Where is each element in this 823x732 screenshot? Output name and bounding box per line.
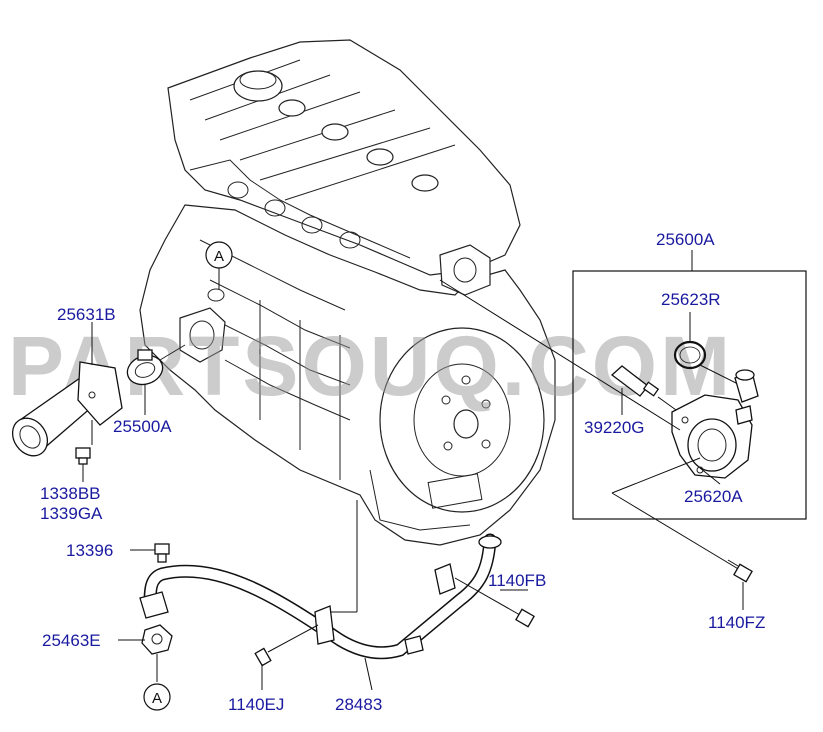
part-label-1140ej[interactable]: 1140EJ [228, 695, 284, 714]
bolt-1140ej [254, 624, 319, 667]
thermostat-25500a [126, 344, 186, 386]
spark-plug-hole [321, 123, 349, 141]
spark-plug-hole [366, 148, 394, 166]
engine-assembly [139, 39, 556, 546]
water-pipe-28483 [139, 533, 502, 660]
water-outlet-mount [439, 244, 491, 296]
gasket-25463e [141, 624, 173, 655]
watermark: PARTSOUQ.COM [8, 319, 733, 413]
crankshaft-hub [453, 409, 479, 439]
part-label-28483[interactable]: 28483 [335, 695, 382, 714]
part-label-39220g[interactable]: 39220G [584, 418, 645, 437]
water-inlet-fitting-25631b [11, 361, 123, 457]
part-label-25600a[interactable]: 25600A [656, 230, 715, 249]
spark-plug-hole [278, 99, 306, 117]
oil-filler-cap [233, 70, 283, 102]
part-label-25620a[interactable]: 25620A [684, 487, 743, 506]
part-label-1140fb[interactable]: 1140FB [488, 571, 546, 590]
part-label-1140fz[interactable]: 1140FZ [708, 613, 765, 632]
reference-callout-a-top: A [205, 241, 233, 302]
temperature-sensor-39220g [610, 365, 660, 397]
part-label-1338bb[interactable]: 1338BB [40, 484, 101, 503]
bolt-1338bb [75, 447, 91, 465]
part-label-1339ga[interactable]: 1339GA [40, 504, 103, 523]
assembly-box-25600a [572, 270, 807, 520]
callout-a-label: A [214, 248, 224, 265]
part-label-13396[interactable]: 13396 [66, 541, 113, 560]
reference-callout-a-bottom: A [143, 654, 171, 711]
thermostat-mount [179, 307, 226, 363]
part-label-25623r[interactable]: 25623R [661, 290, 721, 309]
part-label-25463e[interactable]: 25463E [42, 631, 101, 650]
water-outlet-housing-25620a [671, 369, 759, 479]
bolt-1140fb [454, 577, 535, 628]
part-label-25631b[interactable]: 25631B [57, 305, 116, 324]
spark-plug-hole [411, 174, 439, 192]
callout-a-label: A [152, 690, 162, 707]
bolt-1140fz [727, 559, 753, 583]
bolt-13396 [154, 543, 170, 563]
part-label-25500a[interactable]: 25500A [113, 417, 172, 436]
